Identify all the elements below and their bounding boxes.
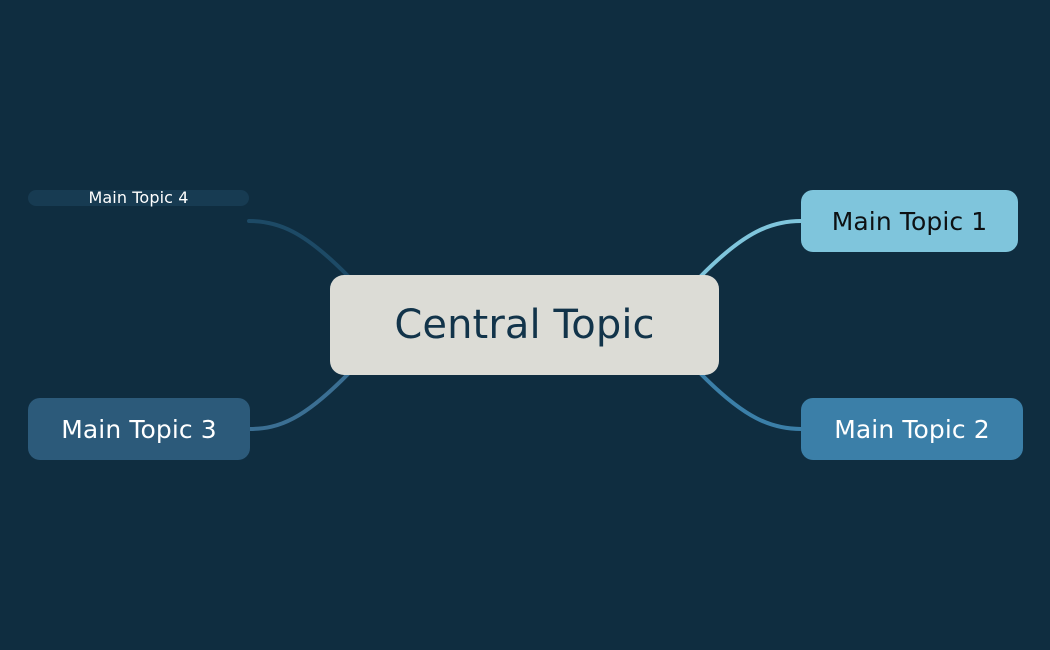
- connector-central-to-topic-3: [248, 371, 351, 431]
- node-main-topic-3[interactable]: Main Topic 3: [28, 398, 250, 460]
- node-label: Main Topic 2: [834, 414, 990, 444]
- node-label: Main Topic 3: [61, 414, 217, 444]
- node-main-topic-4[interactable]: Main Topic 4: [28, 190, 249, 206]
- node-main-topic-2[interactable]: Main Topic 2: [801, 398, 1023, 460]
- connector-central-to-topic-4: [247, 219, 351, 279]
- node-central-topic[interactable]: Central Topic: [330, 275, 719, 375]
- node-main-topic-1[interactable]: Main Topic 1: [801, 190, 1018, 252]
- node-label: Main Topic 1: [831, 206, 988, 236]
- node-label: Main Topic 4: [88, 188, 189, 207]
- connector-central-to-topic-1: [698, 219, 803, 279]
- connector-central-to-topic-2: [698, 371, 803, 431]
- central-topic-label: Central Topic: [394, 302, 655, 348]
